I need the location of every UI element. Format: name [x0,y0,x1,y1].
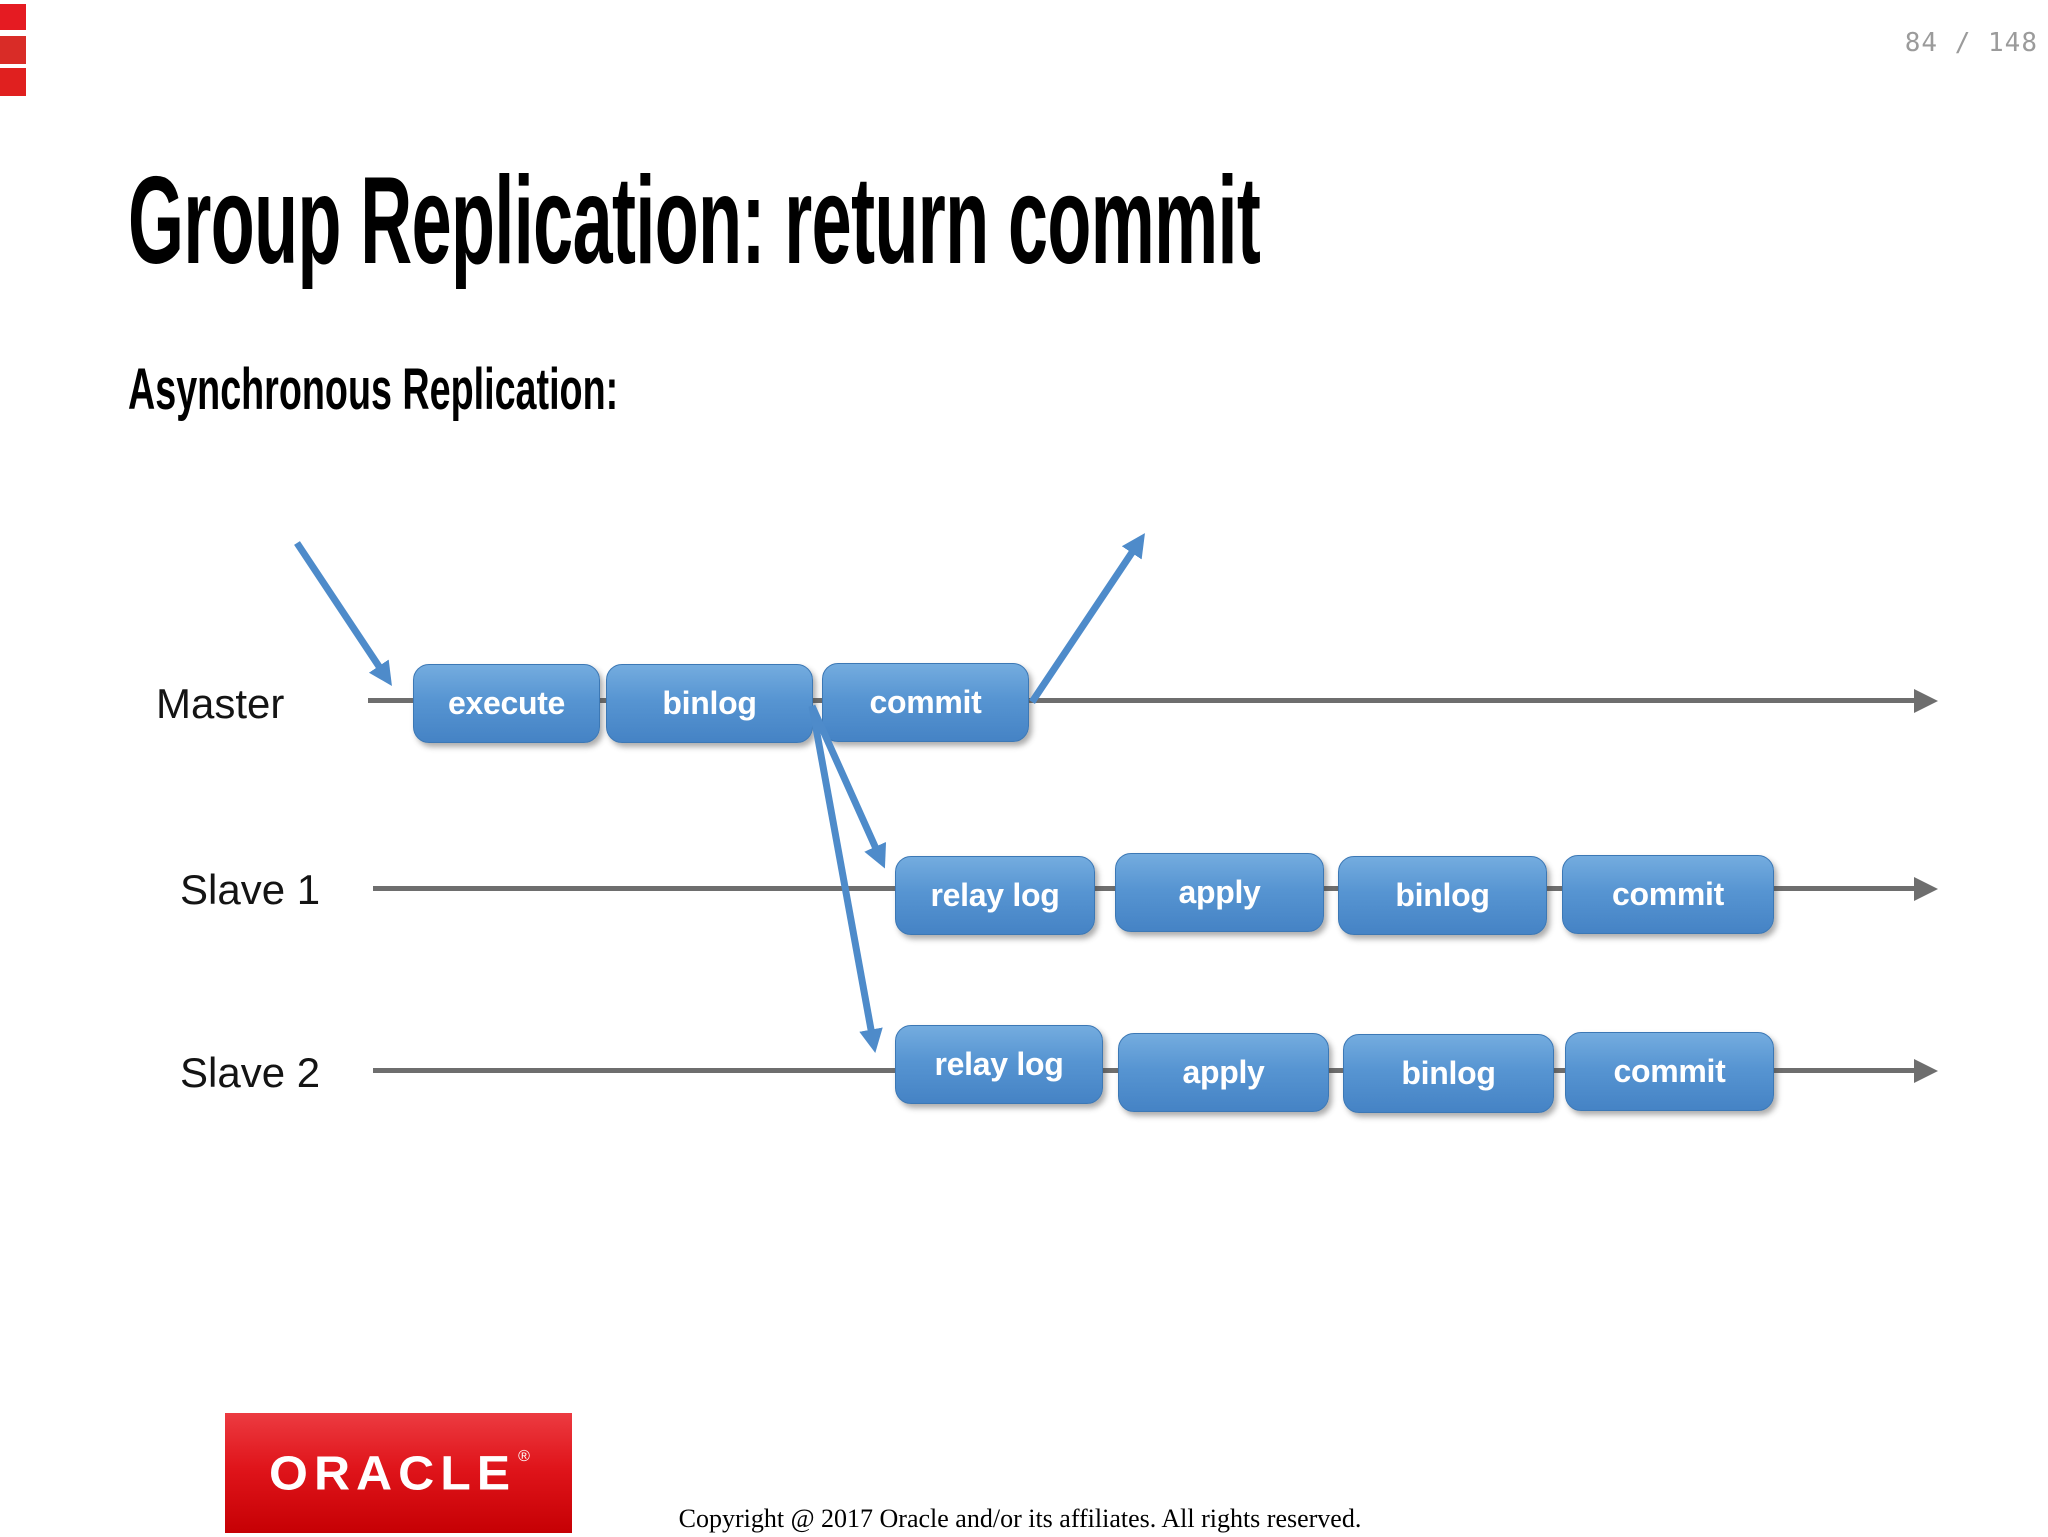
timeline-arrowhead-icon [1914,877,1938,901]
timeline-arrowhead-icon [1914,1059,1938,1083]
step-box-apply-slave2: apply [1118,1033,1329,1112]
oracle-logo: ORACLE ® [225,1413,572,1533]
copyright-text: Copyright @ 2017 Oracle and/or its affil… [678,1504,1362,1533]
step-box-apply-slave1: apply [1115,853,1324,932]
step-box-relaylog-slave2: relay log [895,1025,1103,1104]
registered-mark-icon: ® [518,1448,530,1465]
row-label-master: Master [156,680,285,727]
slide-subtitle: Asynchronous Replication: [128,357,619,422]
step-box-binlog-slave2: binlog [1343,1034,1554,1113]
row-label-slave1: Slave 1 [180,866,321,913]
red-corner-mark [0,68,26,96]
red-corner-mark [0,4,26,30]
step-box-commit-slave1: commit [1562,855,1774,934]
arrow-return-commit-icon [1029,533,1145,704]
timeline-arrowhead-icon [1914,689,1938,713]
step-box-relaylog-slave1: relay log [895,856,1095,935]
arrow-binlog-to-slave2-icon [808,705,883,1054]
arrow-into-master-icon [294,541,392,686]
step-box-commit-slave2: commit [1565,1032,1774,1111]
step-box-binlog-slave1: binlog [1338,856,1547,935]
row-label-slave2: Slave 2 [180,1049,321,1096]
timeline-master [368,698,1918,703]
oracle-logo-text: ORACLE [269,1446,517,1500]
slide-title: Group Replication: return commit [128,152,1261,290]
step-box-binlog-master: binlog [606,664,813,743]
red-corner-mark [0,36,26,64]
step-box-commit-master: commit [822,663,1029,742]
step-box-execute: execute [413,664,600,743]
page-number: 84 / 148 [1904,28,2038,58]
